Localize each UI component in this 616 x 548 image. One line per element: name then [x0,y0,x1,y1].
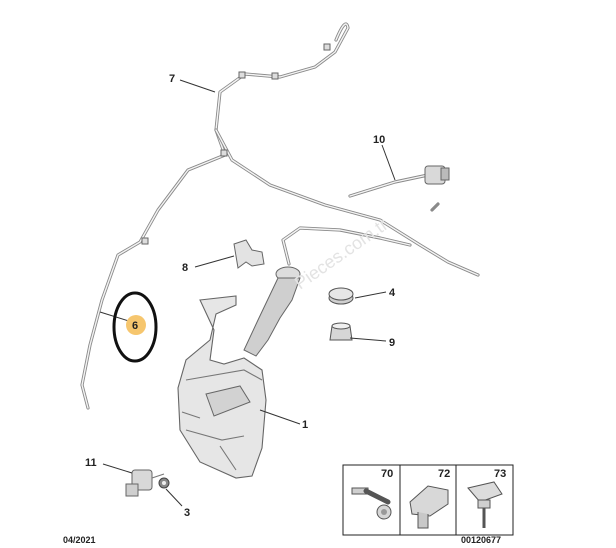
washer-nozzle-connector [348,165,450,198]
filler-neck [243,266,301,357]
callout-8: 8 [182,262,188,274]
footer-date: 04/2021 [63,535,96,545]
washer-reservoir [177,295,267,479]
callout-4: 4 [389,287,396,299]
leader-lines [99,79,396,507]
callout-6: 6 [132,320,138,332]
bolt-icon [351,487,392,520]
callout-1: 1 [302,419,308,431]
highlight-dot [126,315,146,335]
callout-9: 9 [389,337,395,349]
clip-icon [409,485,449,529]
filler-cap [328,287,354,305]
pump-grommet [158,477,170,489]
push-clip-icon [467,481,503,528]
highlight-ring [112,291,158,363]
callout-7: 7 [169,73,175,85]
washer-pump [125,469,165,497]
pump-hose [281,202,440,266]
fastener-legend: 70 72 73 [342,464,514,536]
mounting-bracket [233,239,265,269]
footer-ref: 00120677 [461,535,501,545]
legend-73: 73 [494,468,506,480]
callout-11: 11 [85,457,97,469]
callout-10: 10 [373,134,385,146]
filler-seal [329,322,353,341]
legend-70: 70 [381,468,393,480]
legend-72: 72 [438,468,450,480]
callout-3: 3 [184,507,190,519]
hose-clips [141,43,331,245]
watermark: Pieces.com.tr [291,214,392,293]
rear-washer-hose [80,22,480,410]
